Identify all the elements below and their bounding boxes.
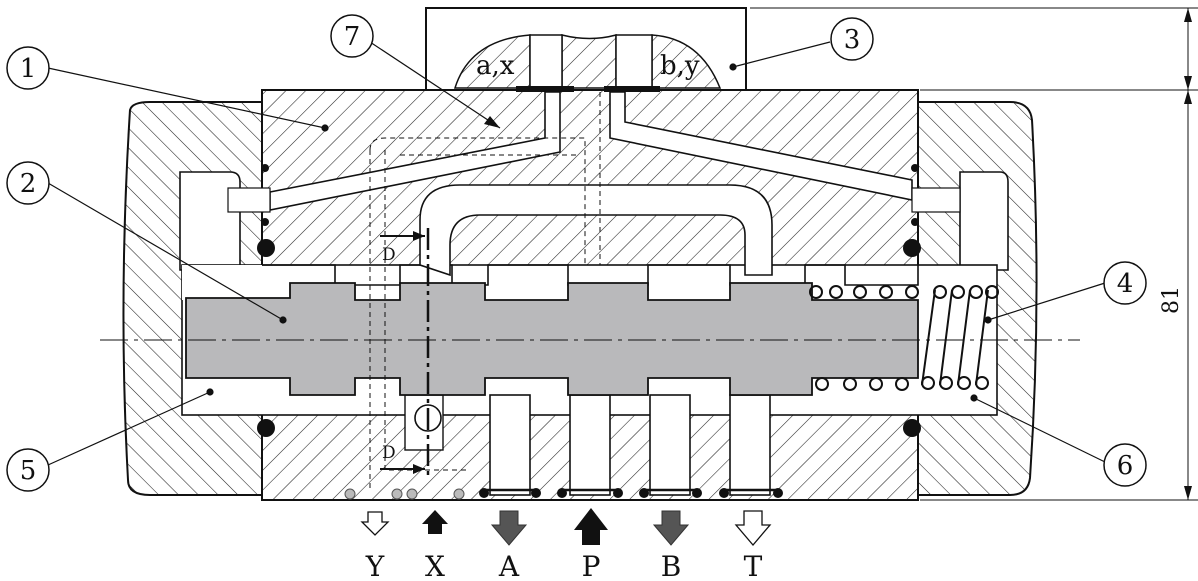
port-arrow-a <box>490 510 528 546</box>
left-chamber <box>179 171 241 271</box>
port-arrow-x <box>422 510 448 534</box>
callout-5: 5 <box>6 448 50 492</box>
callout-1: 1 <box>6 46 50 90</box>
dimension-81 <box>750 7 1198 501</box>
port-label-p: P <box>582 550 601 581</box>
right-chamber <box>959 171 1009 271</box>
port-arrow-p <box>574 508 608 545</box>
svg-text:7: 7 <box>344 22 361 52</box>
pilot-block-hatch-right <box>651 34 722 89</box>
port-channel-t <box>729 394 771 496</box>
pilot-block-hatch-mid <box>561 34 617 89</box>
port-channel-p <box>569 394 611 496</box>
svg-text:6: 6 <box>1117 451 1134 481</box>
hidden-lines <box>369 92 601 490</box>
port-channel-b <box>649 394 691 496</box>
svg-text:4: 4 <box>1117 269 1134 299</box>
pilot-label-b: b,y <box>660 51 700 81</box>
port-arrow-b <box>652 510 690 546</box>
section-mark-bottom: D <box>382 443 396 463</box>
spring <box>809 285 999 391</box>
section-mark-top: D <box>382 245 396 265</box>
port-label-b: B <box>661 550 682 581</box>
port-label-y: Y <box>365 550 385 581</box>
port-label-t: T <box>744 550 763 581</box>
callout-3: 3 <box>830 17 874 61</box>
port-arrow-y <box>360 511 390 536</box>
leader-lines <box>47 41 1106 466</box>
callout-7: 7 <box>330 14 374 58</box>
port-label-x: X <box>425 550 445 581</box>
spool <box>185 282 919 396</box>
port-label-a: A <box>498 550 520 581</box>
svg-text:3: 3 <box>844 25 861 55</box>
callout-6: 6 <box>1103 443 1147 487</box>
svg-text:1: 1 <box>20 54 37 84</box>
svg-text:5: 5 <box>20 456 37 486</box>
callout-4: 4 <box>1103 261 1147 305</box>
pilot-label-a: a,x <box>476 51 515 81</box>
callout-2: 2 <box>6 161 50 205</box>
dimension-label: 81 <box>1159 286 1184 314</box>
pilot-channel-right <box>609 91 913 201</box>
port-channel-a <box>489 394 531 496</box>
port-arrow-t <box>734 510 772 547</box>
arch-channel <box>419 184 773 277</box>
svg-text:2: 2 <box>20 169 37 199</box>
